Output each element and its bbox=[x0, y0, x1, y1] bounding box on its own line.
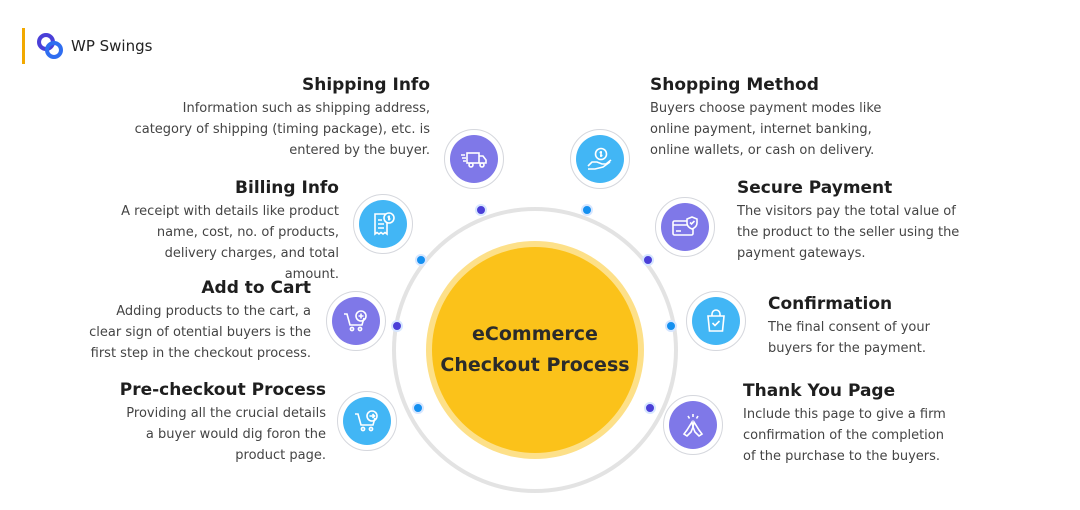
praying-hands-icon bbox=[682, 414, 704, 438]
hand-coin-icon bbox=[587, 147, 612, 170]
step-secure-payment: Secure Payment The visitors pay the tota… bbox=[737, 178, 967, 264]
brand-name: WP Swings bbox=[71, 37, 153, 55]
cart-arrow-icon bbox=[355, 410, 378, 432]
step-dot-confirmation bbox=[665, 320, 677, 332]
wp-swings-logo-icon bbox=[37, 33, 63, 59]
thank-you-icon-badge bbox=[663, 395, 723, 455]
step-title: Thank You Page bbox=[743, 381, 896, 401]
center-title: eCommerce Checkout Process bbox=[440, 323, 630, 376]
step-description: Information such as shipping address, ca… bbox=[134, 101, 430, 158]
step-description: Providing all the crucial details a buye… bbox=[126, 406, 326, 463]
secure-card-icon bbox=[672, 216, 698, 236]
step-description: Buyers choose payment modes like online … bbox=[650, 101, 882, 158]
step-title: Confirmation bbox=[768, 294, 893, 314]
shopping-method-icon-badge bbox=[570, 129, 630, 189]
step-dot-billing-info bbox=[415, 254, 427, 266]
step-pre-checkout: Pre-checkout Process Providing all the c… bbox=[116, 380, 326, 466]
receipt-icon bbox=[374, 212, 395, 236]
step-title: Add to Cart bbox=[201, 278, 311, 298]
delivery-truck-icon bbox=[461, 152, 487, 168]
step-dot-pre-checkout bbox=[412, 402, 424, 414]
step-thank-you: Thank You Page Include this page to give… bbox=[743, 381, 958, 467]
step-dot-shopping-method bbox=[581, 204, 593, 216]
logo-accent-bar bbox=[22, 28, 25, 64]
step-add-to-cart: Add to Cart Adding products to the cart,… bbox=[86, 278, 311, 364]
step-description: Adding products to the cart, a clear sig… bbox=[89, 304, 311, 361]
step-dot-thank-you bbox=[644, 402, 656, 414]
step-title: Shopping Method bbox=[650, 75, 819, 95]
step-dot-secure-payment bbox=[642, 254, 654, 266]
step-shopping-method: Shopping Method Buyers choose payment mo… bbox=[650, 75, 900, 161]
pre-checkout-icon-badge bbox=[337, 391, 397, 451]
center-circle: eCommerce Checkout Process bbox=[432, 247, 638, 453]
step-title: Secure Payment bbox=[737, 178, 893, 198]
step-billing-info: Billing Info A receipt with details like… bbox=[109, 178, 339, 285]
step-title: Billing Info bbox=[235, 178, 339, 198]
step-description: The visitors pay the total value of the … bbox=[737, 204, 960, 261]
step-dot-shipping-info bbox=[475, 204, 487, 216]
billing-info-icon-badge bbox=[353, 194, 413, 254]
confirmation-icon-badge bbox=[686, 291, 746, 351]
shipping-info-icon-badge bbox=[444, 129, 504, 189]
add-to-cart-icon bbox=[344, 310, 367, 332]
secure-payment-icon-badge bbox=[655, 197, 715, 257]
step-title: Pre-checkout Process bbox=[119, 380, 326, 400]
step-description: Include this page to give a firm confirm… bbox=[743, 407, 946, 464]
add-to-cart-icon-badge bbox=[326, 291, 386, 351]
step-dot-add-to-cart bbox=[391, 320, 403, 332]
shopping-bag-check-icon bbox=[707, 309, 725, 332]
step-shipping-info: Shipping Info Information such as shippi… bbox=[130, 75, 430, 161]
brand-logo: WP Swings bbox=[22, 28, 152, 64]
step-title: Shipping Info bbox=[301, 75, 430, 95]
step-description: The final consent of your buyers for the… bbox=[768, 320, 930, 356]
step-confirmation: Confirmation The final consent of your b… bbox=[768, 294, 948, 359]
step-description: A receipt with details like product name… bbox=[121, 204, 339, 282]
